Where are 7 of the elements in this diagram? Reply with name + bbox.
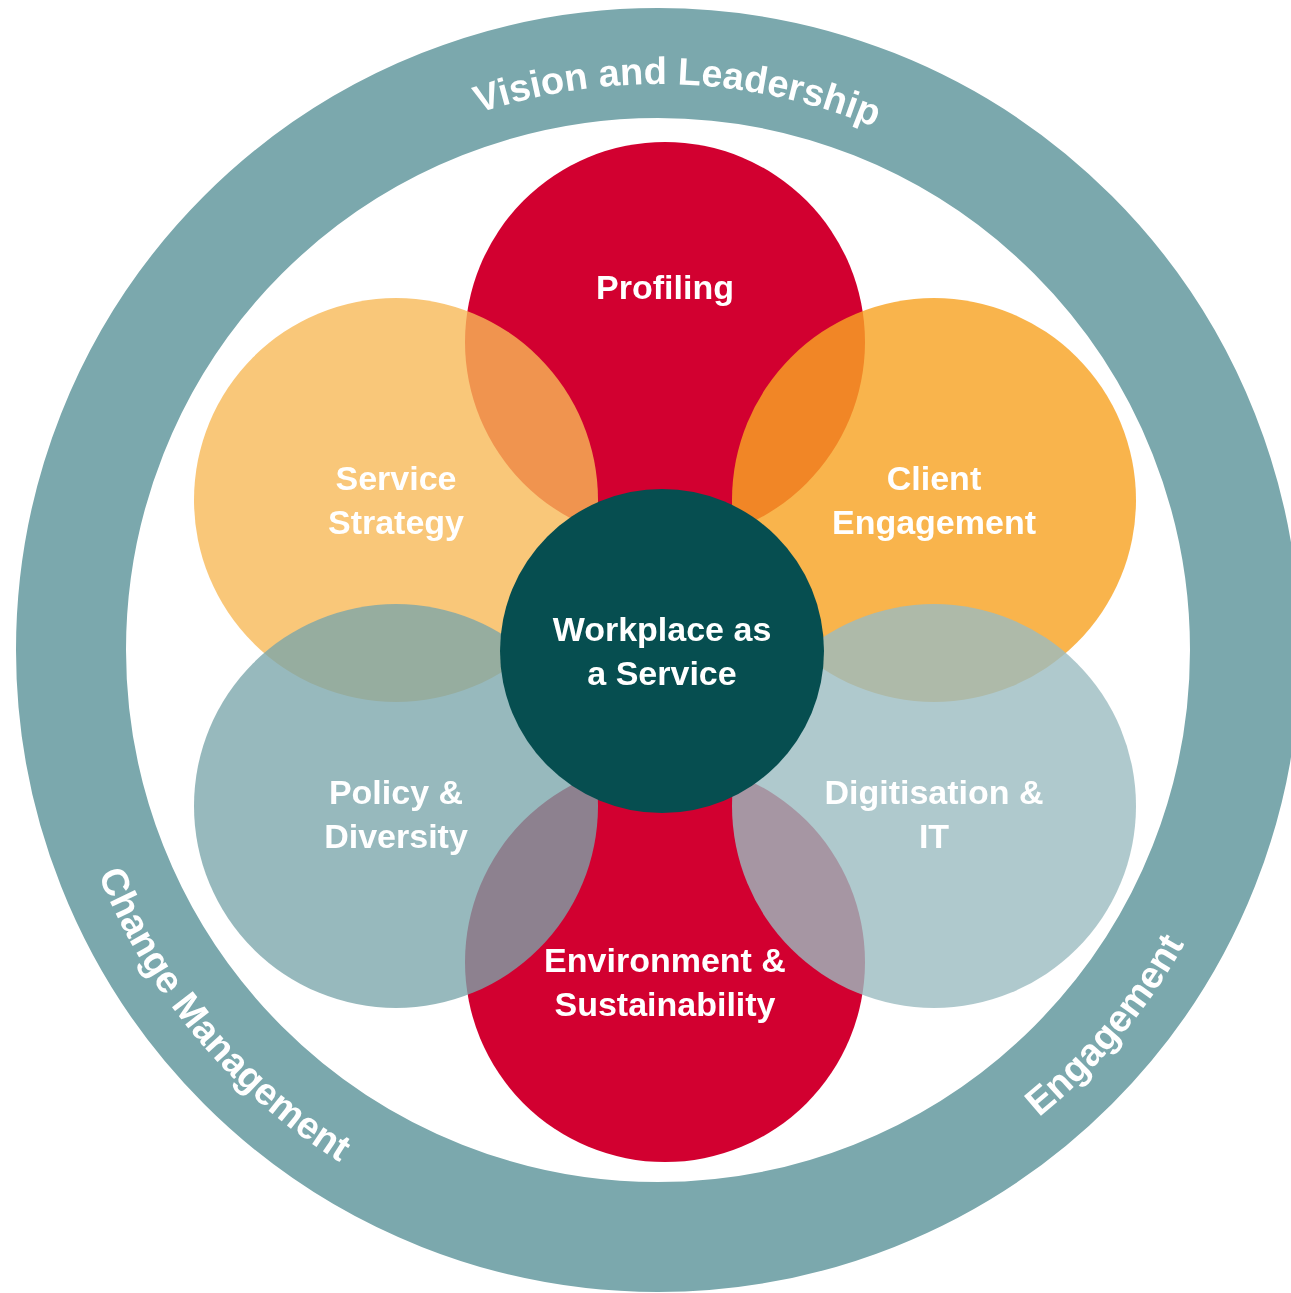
petal-label: Profiling bbox=[595, 266, 735, 308]
petal-label: Client Engagement bbox=[830, 457, 1037, 543]
petal-label: Environment & Sustainability bbox=[543, 939, 787, 1025]
hub-label: Workplace as a Service bbox=[551, 608, 773, 694]
petal-label: Policy & Diversity bbox=[323, 771, 469, 857]
petal-label: Digitisation & IT bbox=[823, 771, 1045, 857]
petal-label: Service Strategy bbox=[326, 457, 466, 543]
